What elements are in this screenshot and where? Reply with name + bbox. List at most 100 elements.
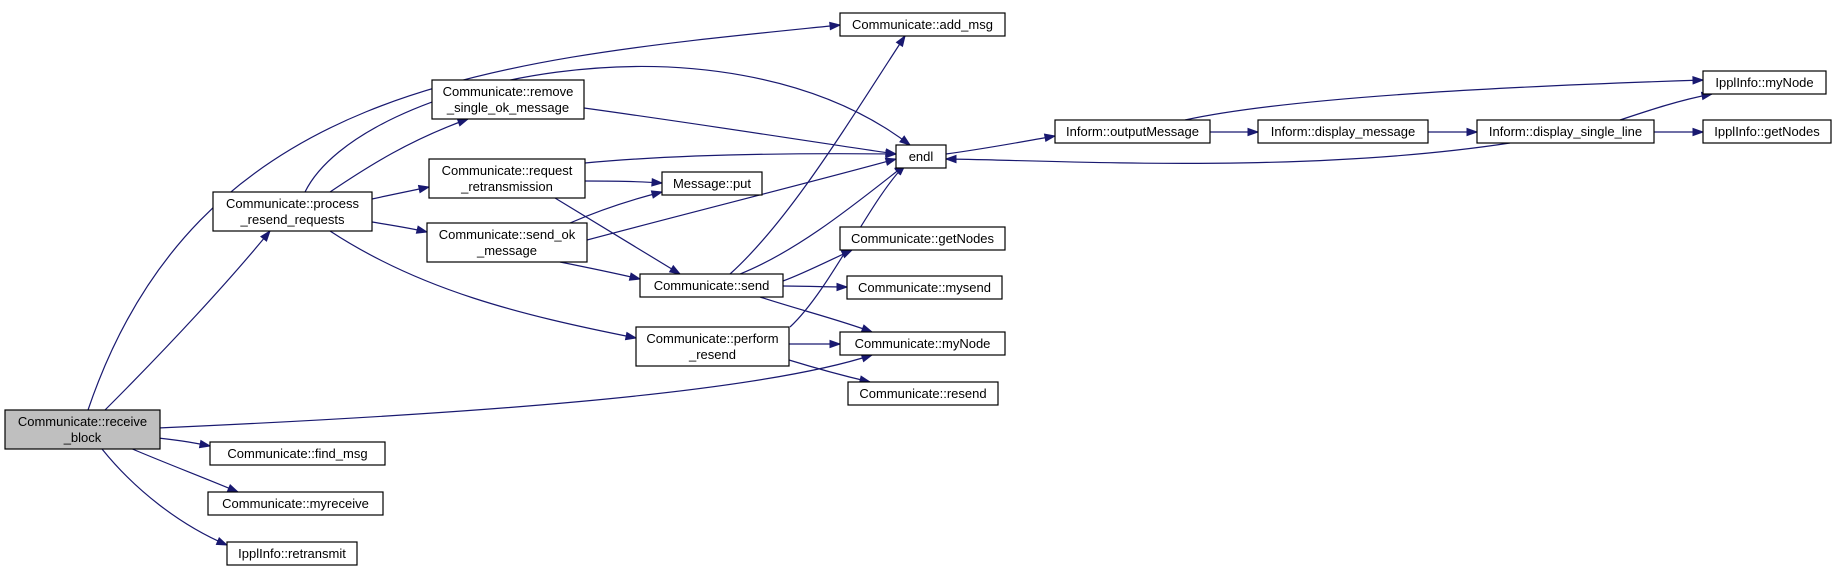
arrow-head (884, 157, 898, 166)
node-add-msg[interactable]: Communicate::add_msg (839, 12, 1006, 37)
node-ippl-getNodes[interactable]: IpplInfo::getNodes (1702, 119, 1832, 144)
edge-line (739, 164, 906, 275)
node-message-put[interactable]: Message::put (661, 171, 763, 196)
node-perform-resend[interactable]: Communicate::perform_resend (635, 326, 790, 367)
edge-line (1619, 93, 1713, 121)
node-label: Communicate::getNodes (851, 231, 995, 246)
edge-receive_block-to-retransmit (101, 448, 229, 546)
edge-line (329, 230, 637, 339)
node-box[interactable] (1054, 119, 1211, 144)
node-label: Communicate::receive (18, 414, 147, 429)
edge-display_single_line-to-endl (944, 142, 1511, 164)
node-label: Communicate::remove (443, 84, 574, 99)
arrow-head (1692, 76, 1705, 85)
node-label: IpplInfo::getNodes (1714, 124, 1820, 139)
edge-line (584, 180, 663, 184)
edge-request_retransmission-to-send (554, 197, 682, 275)
arrow-head (226, 483, 240, 493)
node-receive-block[interactable]: Communicate::receive_block (4, 409, 161, 450)
arrow-head (944, 154, 957, 164)
node-remove-single-ok-message[interactable]: Communicate::remove_single_ok_message (431, 79, 585, 120)
node-box[interactable] (207, 491, 384, 516)
node-label: _single_ok_message (446, 100, 569, 115)
node-display-single-line[interactable]: Inform::display_single_line (1476, 119, 1655, 144)
node-label: Communicate::find_msg (227, 446, 367, 461)
arrow-head (415, 225, 429, 234)
node-box[interactable] (839, 226, 1006, 251)
node-box[interactable] (212, 191, 373, 232)
node-label: IpplInfo::retransmit (238, 546, 346, 561)
node-request-retransmission[interactable]: Communicate::request_retransmission (428, 158, 586, 199)
node-process-resend-requests[interactable]: Communicate::process_resend_requests (212, 191, 373, 232)
node-label: Inform::display_message (1271, 124, 1416, 139)
node-box[interactable] (1257, 119, 1429, 144)
node-box[interactable] (839, 12, 1006, 37)
arrow-head (836, 282, 849, 292)
node-endl[interactable]: endl (895, 144, 947, 169)
node-label: Communicate::send (654, 278, 770, 293)
arrow-head (885, 149, 898, 159)
edge-remove_single_ok_message-to-endl (583, 107, 898, 157)
node-label: Communicate::add_msg (852, 17, 993, 32)
edge-line (1184, 79, 1704, 121)
node-label: Communicate::request (442, 163, 573, 178)
edge-line (157, 354, 873, 429)
node-mysend[interactable]: Communicate::mysend (846, 275, 1003, 300)
node-myreceive[interactable]: Communicate::myreceive (207, 491, 384, 516)
edge-request_retransmission-to-message_put (584, 177, 664, 187)
node-box[interactable] (639, 273, 784, 298)
edge-line (584, 153, 897, 164)
node-label: _resend (688, 347, 736, 362)
node-label: _message (476, 243, 537, 258)
arrow-head (829, 339, 842, 349)
edge-perform_resend-to-comm_myNode (788, 339, 842, 349)
node-box[interactable] (209, 441, 386, 466)
node-label: Communicate::myreceive (222, 496, 369, 511)
arrow-head (651, 177, 664, 187)
node-box[interactable] (839, 331, 1006, 356)
node-send[interactable]: Communicate::send (639, 273, 784, 298)
node-box[interactable] (1476, 119, 1655, 144)
node-box[interactable] (431, 79, 585, 120)
node-find-msg[interactable]: Communicate::find_msg (209, 441, 386, 466)
arrow-head (829, 21, 842, 31)
node-label: endl (909, 149, 934, 164)
node-resend[interactable]: Communicate::resend (847, 381, 999, 406)
node-box[interactable] (847, 381, 999, 406)
node-label: Communicate::perform (646, 331, 778, 346)
node-label: Communicate::mysend (858, 280, 991, 295)
arrow-head (860, 324, 874, 333)
edge-line (559, 261, 641, 280)
arrow-head (895, 34, 906, 48)
node-label: _resend_requests (239, 212, 345, 227)
node-box[interactable] (661, 171, 763, 196)
node-box[interactable] (895, 144, 947, 169)
edge-outputMessage-to-ippl_myNode (1184, 76, 1705, 121)
arrow-head (215, 536, 229, 546)
node-box[interactable] (1702, 70, 1827, 95)
node-box[interactable] (846, 275, 1003, 300)
node-label: IpplInfo::myNode (1715, 75, 1813, 90)
edge-send-to-comm_getNodes (782, 249, 854, 282)
node-label: Communicate::myNode (855, 336, 991, 351)
node-outputMessage[interactable]: Inform::outputMessage (1054, 119, 1211, 144)
node-box[interactable] (4, 409, 161, 450)
edge-line (788, 359, 871, 383)
edge-line (586, 158, 897, 241)
node-retransmit[interactable]: IpplInfo::retransmit (226, 541, 358, 566)
node-label: _retransmission (460, 179, 553, 194)
edge-receive_block-to-find_msg (157, 437, 212, 449)
node-box[interactable] (428, 158, 586, 199)
node-display-message[interactable]: Inform::display_message (1257, 119, 1429, 144)
node-ippl-myNode[interactable]: IpplInfo::myNode (1702, 70, 1827, 95)
node-box[interactable] (226, 541, 358, 566)
node-comm-myNode[interactable]: Communicate::myNode (839, 331, 1006, 356)
arrow-head (456, 118, 470, 127)
node-comm-getNodes[interactable]: Communicate::getNodes (839, 226, 1006, 251)
node-box[interactable] (635, 326, 790, 367)
edge-process_resend_requests-to-request_retransmission (371, 184, 431, 200)
node-box[interactable] (426, 222, 588, 263)
edge-send-to-endl (739, 164, 907, 275)
node-box[interactable] (1702, 119, 1832, 144)
node-send-ok-message[interactable]: Communicate::send_ok_message (426, 222, 588, 263)
